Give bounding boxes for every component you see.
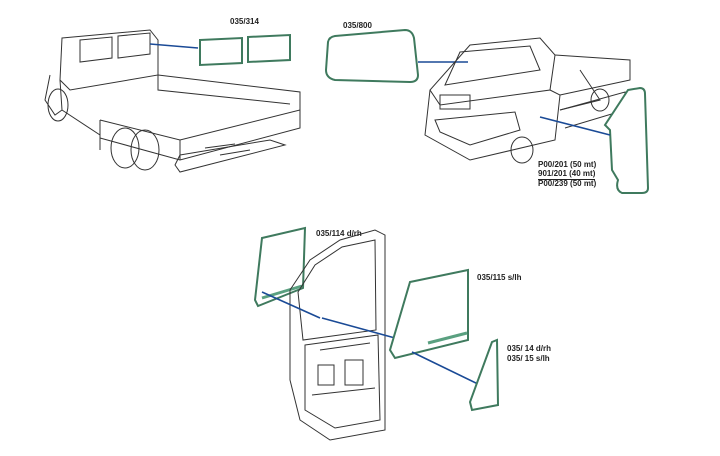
label-door-glass-rh: 035/114 d/rh [316, 229, 362, 238]
label-door-glass-lh: 035/115 s/lh [477, 273, 522, 282]
truck-rear-illustration [44, 29, 301, 173]
label-rear-window: 035/314 [230, 17, 259, 26]
leader-seal [539, 116, 611, 136]
leader-door-lh [321, 317, 396, 339]
rear-glass-left [199, 36, 243, 67]
label-vent-lh: 035/ 15 s/lh [507, 354, 550, 363]
label-seal-1: P00/201 (50 mt) [538, 160, 597, 169]
side-seal-glass [603, 86, 650, 194]
truck-front-illustration [424, 37, 631, 164]
door-glass-rh [253, 226, 307, 308]
label-seal-3: P00/239 (50 mt) [538, 179, 597, 188]
label-vent-rh: 035/ 14 d/rh [507, 344, 552, 353]
door-glass-lh [388, 268, 469, 360]
leader-door-rh [261, 291, 321, 319]
label-seal-2: 901/201 (40 mt) [538, 169, 596, 180]
leader-rear-window [149, 43, 199, 49]
vent-glass [468, 338, 500, 412]
leader-vent [411, 351, 481, 386]
rear-glass-right [247, 33, 291, 64]
door-illustration [289, 229, 386, 441]
label-windscreen: 035/800 [343, 21, 372, 30]
windscreen-glass [324, 28, 420, 84]
